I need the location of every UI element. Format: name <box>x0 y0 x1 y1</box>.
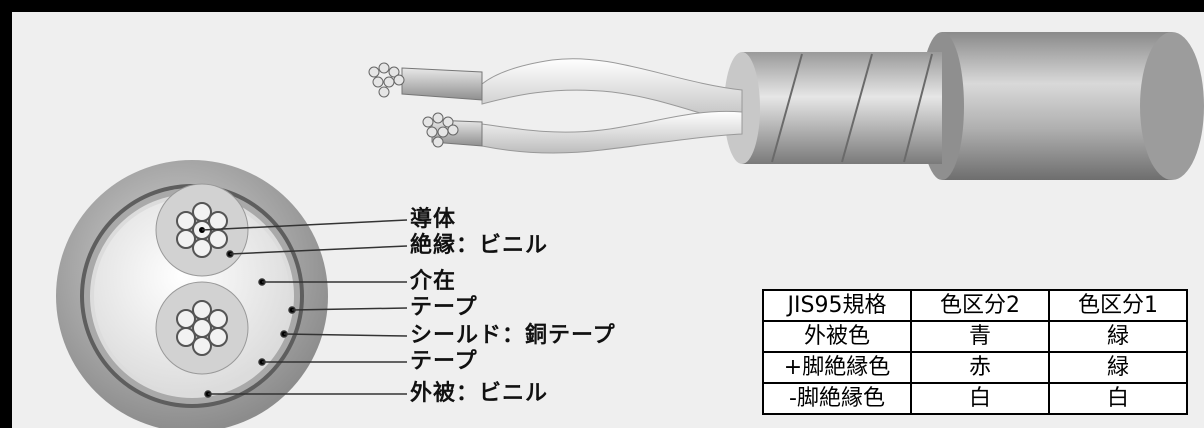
label-insulation: 絶縁：ビニル <box>410 233 549 258</box>
cable-illustration <box>56 32 1204 428</box>
color-spec-table: JIS95規格 色区分2 色区分1 外被色 青 緑 +脚絶縁色 赤 緑 -脚絶縁… <box>762 289 1188 415</box>
label-tape-inner: テープ <box>410 295 478 320</box>
table-cell: 赤 <box>910 351 1050 384</box>
row-label: 外被色 <box>762 320 912 353</box>
insulated-wire-upper <box>481 58 743 125</box>
label-tape-outer: テープ <box>410 349 478 374</box>
label-shield: シールド：銅テープ <box>410 323 616 348</box>
label-sheath: 外被：ビニル <box>410 381 549 406</box>
diagram-panel: 導体 絶縁：ビニル 介在 テープ シールド：銅テープ テープ 外被：ビニル JI… <box>12 12 1204 428</box>
outer-sheath-side <box>942 32 1172 180</box>
table-cell: 青 <box>910 320 1050 353</box>
table-cell: 緑 <box>1048 351 1188 384</box>
row-label: -脚絶縁色 <box>762 382 912 415</box>
label-conductor: 導体 <box>410 207 457 232</box>
label-filler: 介在 <box>410 269 457 294</box>
table-header-row: JIS95規格 色区分2 色区分1 <box>762 289 1188 322</box>
conductor-strands-upper <box>401 67 483 101</box>
table-cell: 白 <box>1048 382 1188 415</box>
sheath-end <box>1140 32 1204 180</box>
cable-side-view <box>368 32 1204 180</box>
table-row: 外被色 青 緑 <box>762 320 1188 353</box>
header-cell-color-class-2: 色区分2 <box>910 289 1050 322</box>
table-row: -脚絶縁色 白 白 <box>762 382 1188 415</box>
table-cell: 緑 <box>1048 320 1188 353</box>
table-row: +脚絶縁色 赤 緑 <box>762 351 1188 384</box>
header-cell-standard: JIS95規格 <box>762 289 912 322</box>
shield-side <box>742 52 942 164</box>
cable-cross-section <box>56 160 408 428</box>
table-cell: 白 <box>910 382 1050 415</box>
header-cell-color-class-1: 色区分1 <box>1048 289 1188 322</box>
row-label: +脚絶縁色 <box>762 351 912 384</box>
leader-lines <box>201 219 408 398</box>
insulated-wire-lower <box>481 110 743 154</box>
